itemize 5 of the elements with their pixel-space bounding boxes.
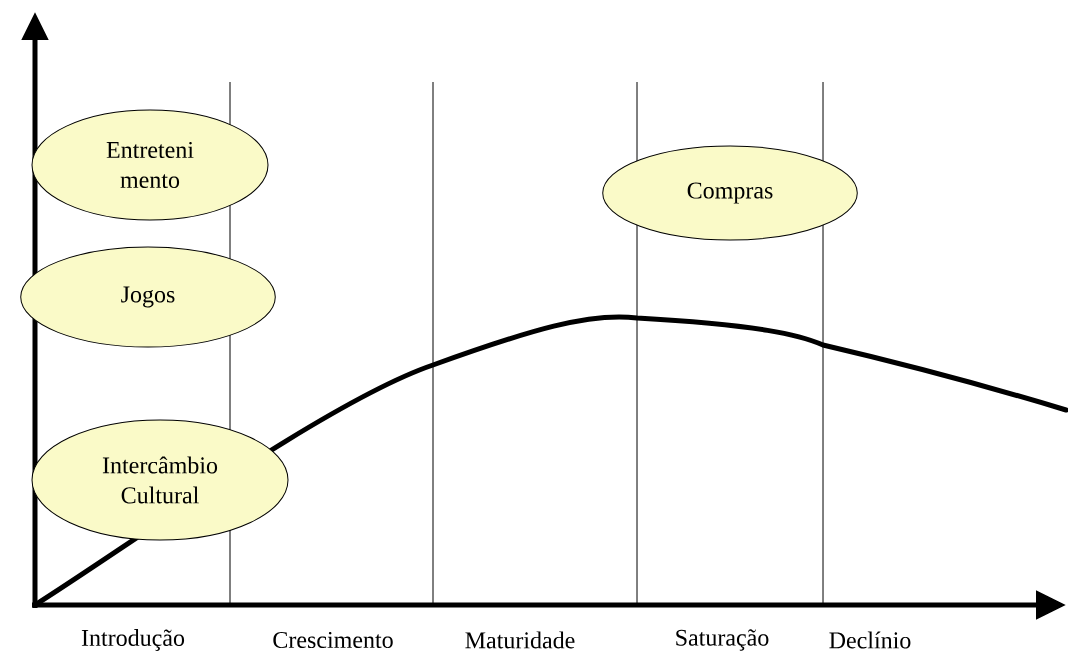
stage-label: Declínio: [829, 631, 911, 649]
stage-label: Saturação: [676, 629, 769, 651]
stage-label: Crescimento: [273, 631, 393, 649]
stage-label: Maturidade: [465, 631, 575, 649]
stage-label: Introdução: [81, 629, 185, 651]
